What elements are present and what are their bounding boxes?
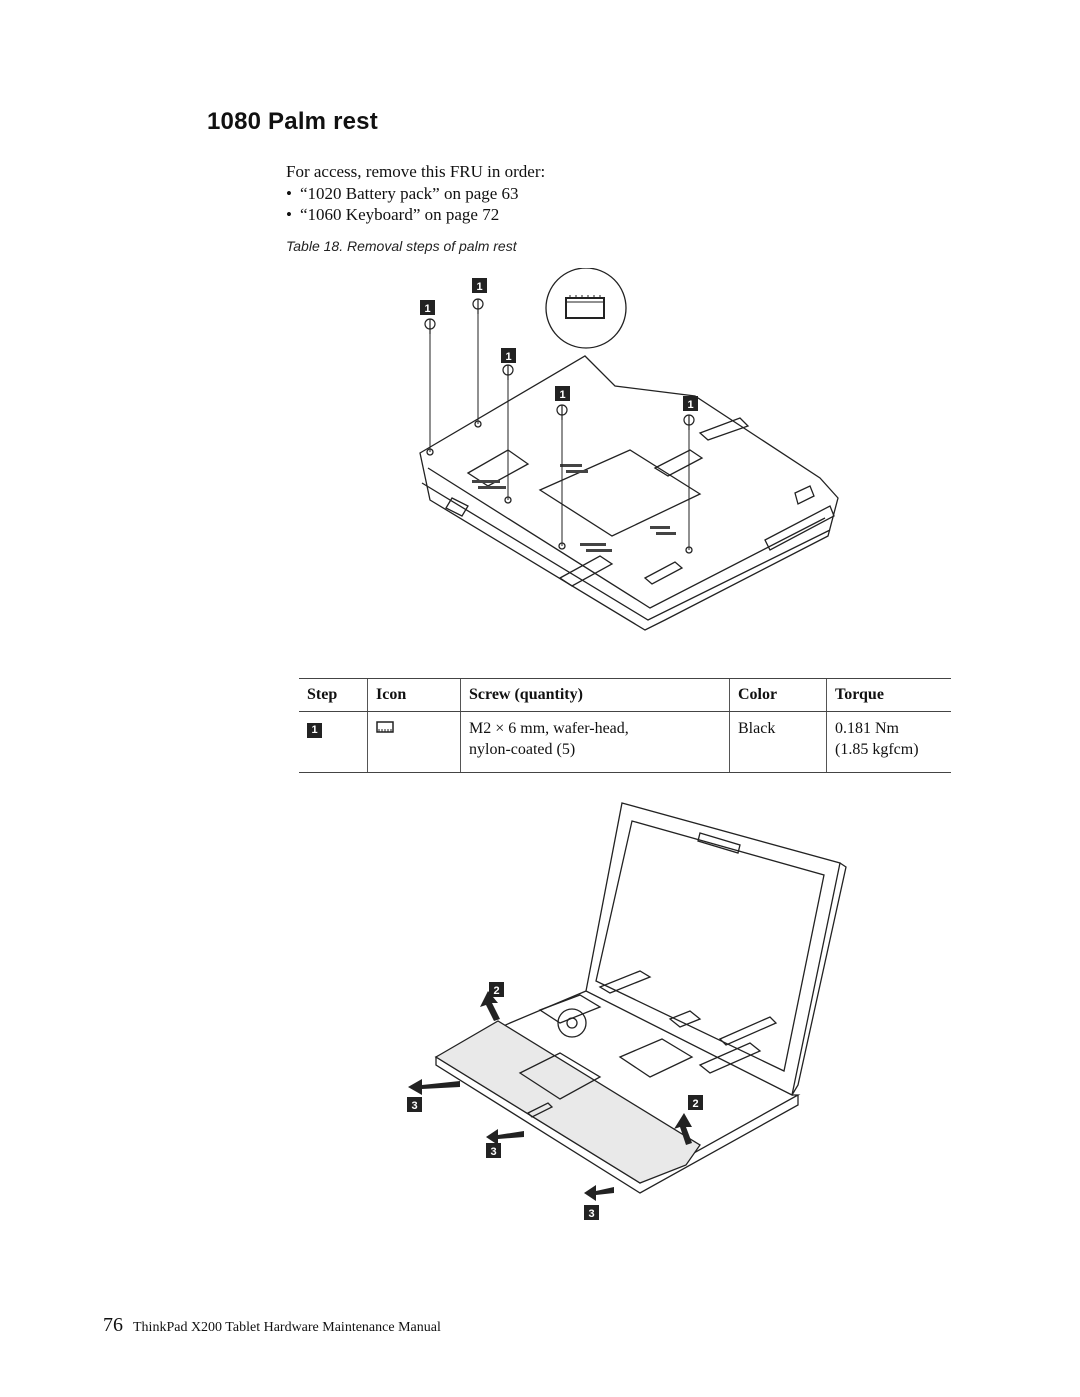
cell-color: Black <box>729 711 827 773</box>
callout-step-3: 3 <box>407 1097 422 1112</box>
pull-arrow-icon <box>486 1129 524 1145</box>
table-row: 1 M2 × 6 mm, wafer-head, nylon-coated (5… <box>299 711 951 773</box>
prereq-item: • “1020 Battery pack” on page 63 <box>286 184 519 204</box>
laptop-base-edge <box>427 467 826 609</box>
screw-icon <box>683 414 695 430</box>
callout-step-1: 1 <box>683 396 698 411</box>
table-caption: Table 18. Removal steps of palm rest <box>286 238 517 254</box>
screw-spec: M2 × 6 mm, wafer-head, <box>469 720 629 737</box>
svg-text:2: 2 <box>493 985 499 997</box>
step-badge: 1 <box>307 723 322 738</box>
torque-nm: 0.181 Nm <box>835 720 899 737</box>
screw-type-callout <box>545 268 627 349</box>
callout-step-2: 2 <box>489 982 504 997</box>
svg-text:1: 1 <box>687 399 693 411</box>
header-screw: Screw (quantity) <box>460 678 730 712</box>
laptop-base-outline <box>419 355 839 631</box>
prereq-link-keyboard[interactable]: “1060 Keyboard” on page 72 <box>300 205 500 224</box>
torque-kgfcm: (1.85 kgfcm) <box>835 741 919 758</box>
lift-arrow-icon <box>480 991 500 1021</box>
touchpad <box>518 1052 602 1100</box>
prereq-link-battery[interactable]: “1020 Battery pack” on page 63 <box>300 184 519 203</box>
svg-text:1: 1 <box>476 281 482 293</box>
cell-icon <box>367 711 461 773</box>
removal-arrows <box>408 991 692 1201</box>
svg-text:3: 3 <box>411 1100 417 1112</box>
page-footer: 76 ThinkPad X200 Tablet Hardware Maintena… <box>103 1314 441 1337</box>
vent-pattern <box>472 464 676 552</box>
bullet-icon: • <box>286 205 292 224</box>
manual-title: ThinkPad X200 Tablet Hardware Maintenanc… <box>133 1320 441 1335</box>
table-header-row: Step Icon Screw (quantity) Color Torque <box>299 678 951 712</box>
laptop-bottom-illustration: 1 1 1 1 1 <box>419 268 839 631</box>
screw-spec-cont: nylon-coated (5) <box>469 741 576 758</box>
callout-step-1: 1 <box>472 278 487 293</box>
cell-step: 1 <box>299 711 368 773</box>
lift-arrow-icon <box>674 1113 692 1145</box>
callout-step-3: 3 <box>584 1205 599 1220</box>
display-screen <box>595 820 825 1072</box>
pull-arrow-icon <box>408 1079 460 1095</box>
svg-text:2: 2 <box>692 1098 698 1110</box>
screw-head-icon <box>565 297 605 319</box>
cell-torque: 0.181 Nm (1.85 kgfcm) <box>826 711 951 773</box>
fan <box>557 1008 587 1038</box>
page-title: 1080 Palm rest <box>207 108 378 135</box>
callout-step-1: 1 <box>501 348 516 363</box>
header-step: Step <box>299 678 368 712</box>
header-icon: Icon <box>367 678 461 712</box>
svg-text:1: 1 <box>424 303 430 315</box>
callout-step-1: 1 <box>420 300 435 315</box>
intro-text: For access, remove this FRU in order: <box>286 162 546 181</box>
screw-leader-lines <box>429 314 690 550</box>
cell-screw: M2 × 6 mm, wafer-head, nylon-coated (5) <box>460 711 730 773</box>
screw-icon <box>472 298 484 314</box>
palm-rest <box>434 1020 701 1184</box>
svg-text:3: 3 <box>588 1208 594 1220</box>
screw-icon <box>556 404 568 420</box>
svg-text:1: 1 <box>559 389 565 401</box>
bullet-icon: • <box>286 184 292 203</box>
screw-head-icon <box>376 721 394 733</box>
header-color: Color <box>729 678 827 712</box>
palm-rest-removal-illustration: 2 2 3 3 3 <box>407 802 847 1220</box>
svg-text:3: 3 <box>490 1146 496 1158</box>
callout-step-1: 1 <box>555 386 570 401</box>
memory-door <box>538 449 702 537</box>
page-number: 76 <box>103 1314 123 1336</box>
screw-icon <box>424 318 436 334</box>
svg-text:1: 1 <box>505 351 511 363</box>
callout-step-2: 2 <box>688 1095 703 1110</box>
display-panel <box>585 802 841 1096</box>
callout-step-3: 3 <box>486 1143 501 1158</box>
screw-table: Step Icon Screw (quantity) Color Torque … <box>299 678 951 773</box>
screw-icon <box>502 364 514 380</box>
pull-arrow-icon <box>584 1185 614 1201</box>
header-torque: Torque <box>826 678 951 712</box>
prereq-item: • “1060 Keyboard” on page 72 <box>286 205 499 225</box>
